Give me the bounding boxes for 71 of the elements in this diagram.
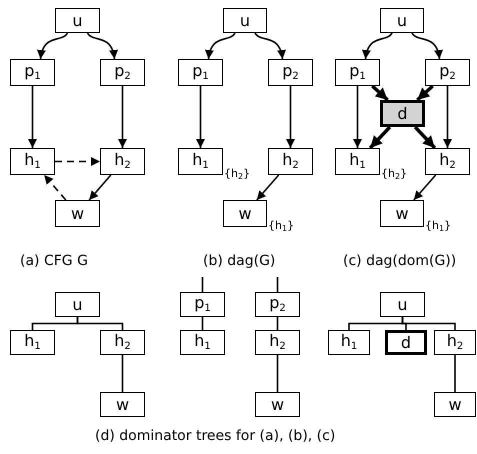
node-box: w	[100, 392, 145, 417]
node-box: h$_{2}$	[434, 330, 476, 355]
arrow	[443, 86, 452, 148]
panel-caption: (d) dominator trees for (a), (b), (c)	[95, 428, 336, 444]
tree-line	[76, 317, 124, 330]
node-box: p$_{2}$	[255, 292, 300, 317]
set-annotation: {h$_{1}$}	[425, 219, 452, 233]
arrow	[362, 32, 393, 60]
panel-caption: (a) CFG G	[20, 253, 88, 269]
node-box: p$_{2}$	[268, 59, 313, 86]
node-box: h$_{2}$	[268, 148, 313, 175]
tree-line	[276, 317, 278, 330]
node-box: p$_{1}$	[180, 292, 225, 317]
tree-line	[122, 355, 124, 392]
thick-arrow	[416, 84, 434, 102]
arrow	[353, 86, 362, 148]
node-box: h$_{1}$	[335, 148, 380, 175]
node-box: h$_{1}$	[10, 330, 55, 355]
node-box: p$_{2}$	[100, 59, 145, 86]
node-box: h$_{2}$	[255, 330, 300, 355]
tree-line	[454, 355, 456, 392]
node-box: u	[380, 8, 424, 33]
node-box: p$_{2}$	[425, 59, 470, 86]
thick-arrow	[371, 84, 389, 102]
tree-line	[402, 317, 456, 330]
node-box: u	[55, 8, 100, 33]
arrow	[286, 86, 295, 148]
node-box: h$_{2}$	[100, 330, 145, 355]
thick-arrow	[368, 126, 392, 150]
tree-line	[276, 355, 278, 392]
node-box: d	[380, 100, 425, 127]
arrow	[118, 86, 127, 148]
node-box: h$_{1}$	[328, 330, 370, 355]
node-box: w	[380, 200, 424, 227]
arrow	[38, 32, 68, 60]
panel-caption: (c) dag(dom(G))	[343, 253, 456, 269]
node-box: u	[223, 8, 267, 33]
node-box: w	[255, 392, 300, 417]
node-box: h$_{1}$	[180, 330, 225, 355]
node-box: p$_{1}$	[335, 59, 380, 86]
thick-arrow	[414, 126, 436, 150]
node-box: h$_{1}$	[10, 148, 55, 175]
arrow	[88, 174, 112, 201]
arrow	[28, 86, 37, 148]
arrow	[196, 86, 205, 148]
arrow	[254, 32, 286, 60]
arrow	[256, 174, 280, 201]
arrow	[411, 32, 442, 60]
arrow	[86, 32, 118, 60]
tree-line	[202, 317, 204, 330]
node-box: w	[55, 200, 100, 227]
dashed-arrow	[44, 174, 66, 201]
node-box: h$_{2}$	[100, 148, 145, 175]
node-box: w	[434, 392, 476, 417]
tree-line	[276, 277, 278, 292]
panel-caption: (b) dag(G)	[203, 253, 276, 269]
node-box: p$_{1}$	[10, 59, 55, 86]
arrow	[413, 174, 436, 201]
node-box: p$_{1}$	[178, 59, 223, 86]
set-annotation: {h$_{2}$}	[224, 167, 250, 181]
node-box: d	[385, 330, 427, 355]
tree-line	[202, 277, 204, 292]
set-annotation: {h$_{1}$}	[268, 219, 294, 233]
node-box: h$_{2}$	[425, 148, 470, 175]
set-annotation: {h$_{2}$}	[381, 167, 408, 181]
node-box: h$_{1}$	[178, 148, 223, 175]
node-box: u	[380, 292, 425, 317]
arrow	[206, 32, 236, 60]
dashed-arrow	[55, 157, 100, 166]
node-box: u	[55, 292, 100, 317]
node-box: w	[223, 200, 267, 227]
